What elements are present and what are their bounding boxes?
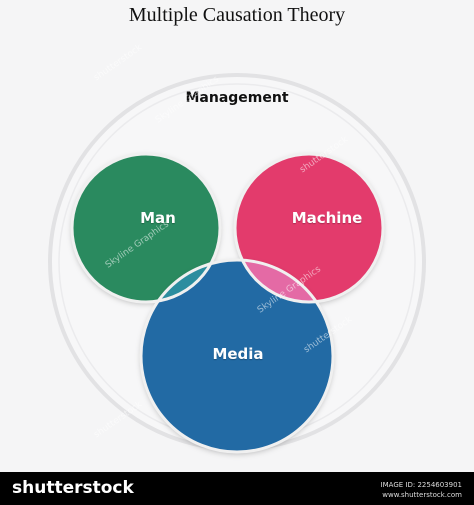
shutterstock-logo: shutterstock: [12, 478, 134, 498]
man-label: Man: [140, 209, 176, 227]
machine-label: Machine: [291, 209, 363, 227]
management-label: Management: [185, 90, 289, 106]
image-id: IMAGE ID: 2254603901: [380, 481, 462, 489]
stock-footer: shutterstock IMAGE ID: 2254603901 www.sh…: [0, 472, 474, 505]
diagram-canvas: Multiple Causation Theory: [48, 4, 426, 454]
machine-outline: [233, 152, 385, 304]
site-url: www.shutterstock.com: [382, 491, 462, 499]
man-outline: [70, 152, 222, 304]
image-meta: IMAGE ID: 2254603901 www.shutterstock.co…: [381, 480, 462, 500]
man-circle: [72, 154, 220, 302]
media-label: Media: [212, 345, 264, 363]
diagram-title: Multiple Causation Theory: [128, 4, 346, 26]
media-circle: [141, 260, 333, 452]
media-outline: [139, 258, 335, 454]
venn-diagram: [48, 73, 426, 454]
